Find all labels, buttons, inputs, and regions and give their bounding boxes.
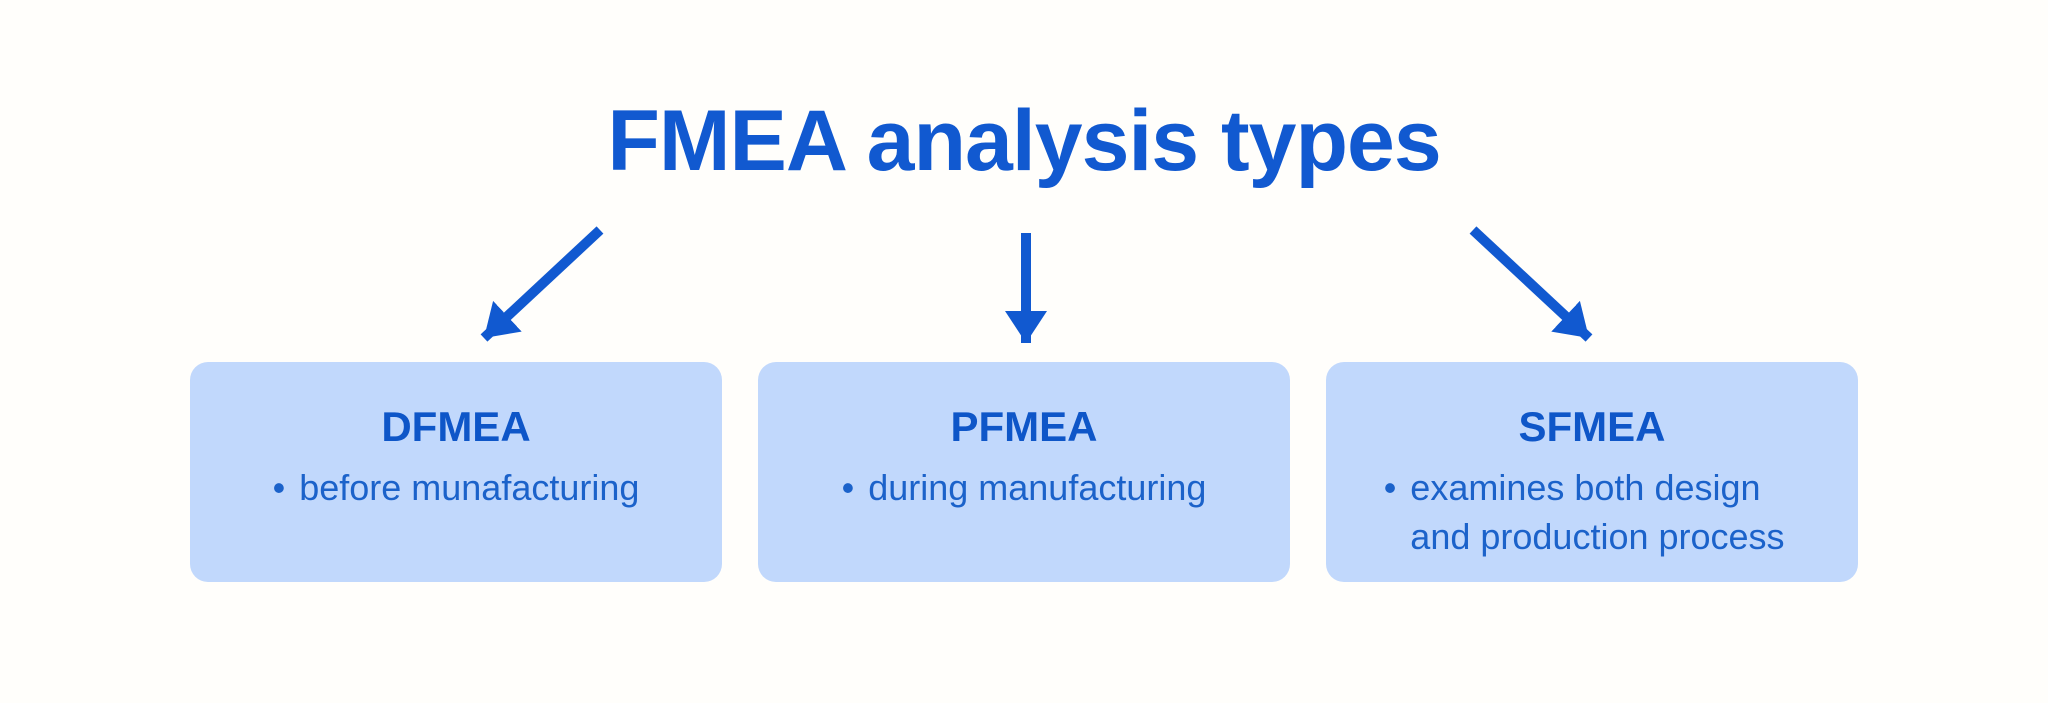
card-dfmea: DFMEA • before munafacturing xyxy=(190,362,722,582)
arrow-down-left-icon xyxy=(480,226,604,342)
arrow-down-right-icon xyxy=(1469,226,1593,342)
bullet-icon: • xyxy=(1383,467,1397,509)
card-pfmea-heading: PFMEA xyxy=(950,403,1098,450)
card-dfmea-bullet: • before munafacturing xyxy=(240,464,672,513)
card-pfmea-bullet-text: during manufacturing xyxy=(868,467,1207,509)
bullet-icon: • xyxy=(272,467,286,509)
diagram-title: FMEA analysis types xyxy=(607,93,1441,189)
card-sfmea-bullet: • examines both design and production pr… xyxy=(1376,464,1808,561)
bullet-icon: • xyxy=(841,467,855,509)
card-pfmea-bullet: • during manufacturing xyxy=(808,464,1240,513)
card-sfmea-heading: SFMEA xyxy=(1518,403,1666,450)
card-dfmea-heading: DFMEA xyxy=(381,403,531,450)
card-dfmea-bullet-text: before munafacturing xyxy=(299,467,640,509)
card-sfmea: SFMEA • examines both design and product… xyxy=(1326,362,1858,582)
card-sfmea-bullet-text: examines both design and production proc… xyxy=(1410,467,1785,557)
card-pfmea: PFMEA • during manufacturing xyxy=(758,362,1290,582)
